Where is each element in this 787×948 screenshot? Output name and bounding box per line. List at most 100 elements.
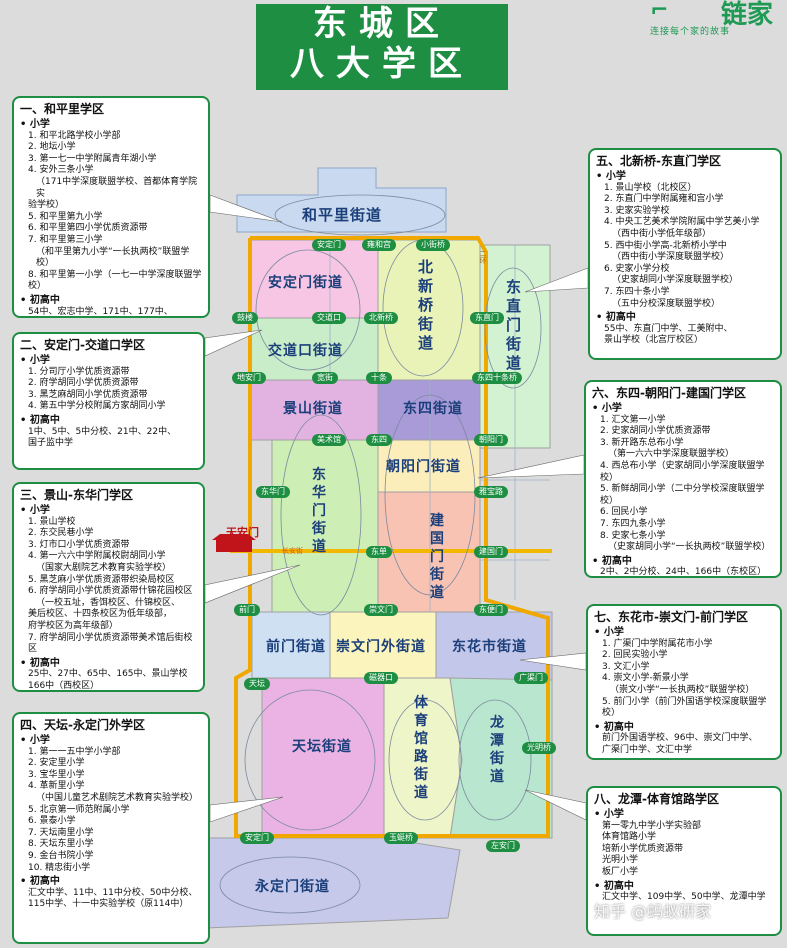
street-label-longtan: 龙潭街道: [490, 715, 504, 785]
logo-icon: ⌐: [650, 0, 669, 23]
street-label-dongzhimen: 东直门街道: [506, 278, 522, 372]
second-ring-road: [234, 236, 550, 838]
logo-name: 链家: [720, 0, 773, 30]
primary-school-item: 6. 回民小学: [600, 507, 648, 518]
station-gulou: 鼓楼: [232, 312, 258, 324]
station-beixinqiao: 北新桥: [364, 312, 398, 324]
primary-school-item: （和平里第九小学“一长执两校”联盟学校）: [36, 246, 190, 269]
school-district-panel-8: 八、龙潭-体育馆路学区• 小学第一零九中学小学实验部体育馆路小学培新小学优质资源…: [586, 786, 782, 936]
primary-school-item: 4. 第五中学分校附属方家胡同小学: [28, 401, 166, 412]
primary-school-item: 6. 景泰小学: [28, 816, 76, 827]
station-dongdan: 东单: [366, 546, 392, 558]
panel-title: 四、天坛-永定门外学区: [20, 718, 145, 732]
street-label-tiantan: 天坛街道: [292, 739, 352, 755]
middle-school-item: 2中、2中分校、24中、166中（东校区）: [600, 567, 767, 578]
station-dongzhimen: 东直门: [470, 312, 504, 324]
station-jiaodaokou: 交道口: [312, 312, 346, 324]
primary-label: • 小学: [20, 119, 50, 130]
middle-label: • 初高中: [20, 414, 60, 426]
street-label-andingmen: 安定门街道: [268, 275, 343, 291]
primary-school-item: （171中学深度联盟学校、首都体育学院实: [36, 176, 198, 199]
pointer-panel-4: [209, 796, 284, 823]
station-andingmen_south: 安定门: [240, 832, 274, 844]
primary-school-item: （一校五址，香饵校区、什锦校区、: [36, 597, 181, 608]
primary-school-item: 3. 灯市口小学优质资源带: [28, 539, 130, 550]
middle-label: • 初高中: [592, 555, 632, 567]
panel-title: 一、和平里学区: [20, 102, 105, 116]
middle-school-item: 1中、5中、5中分校、21中、22中、: [28, 426, 177, 437]
station-dongbianmen: 东便门: [474, 604, 508, 616]
primary-school-item: 光明小学: [602, 855, 639, 866]
middle-school-item: 汇文中学、11中、11中分校、50中分校、: [28, 887, 198, 898]
primary-school-item: 4. 崇文小学-新景小学: [602, 673, 689, 684]
primary-school-item: 2. 回民实验小学: [602, 650, 668, 661]
changan-label: 长安街: [282, 547, 303, 555]
primary-label: • 小学: [20, 505, 50, 516]
primary-school-item: （五中分校深度联盟学校）: [612, 298, 721, 309]
station-qianmen: 前门: [234, 604, 260, 616]
primary-school-item: （第一六六中学深度联盟学校）: [608, 449, 735, 460]
primary-school-item: 2. 地坛小学: [28, 142, 76, 153]
street-label-qianmen: 前门街道: [266, 639, 326, 655]
station-kuanjie: 宽街: [312, 372, 338, 384]
primary-school-item: 5. 前门小学（前门外国语学校深度联盟学校）: [602, 696, 767, 719]
primary-label: • 小学: [594, 809, 624, 820]
station-guangqumen: 广渠门: [514, 672, 548, 684]
station-tiantan: 天坛: [244, 678, 270, 690]
tiananmen-icon: [216, 540, 252, 552]
primary-school-item: 体育馆路小学: [602, 832, 657, 843]
panel-title: 二、安定门-交道口学区: [20, 338, 145, 352]
panel-title: 三、景山-东华门学区: [20, 488, 133, 502]
station-chaoyangmen: 朝阳门: [474, 434, 508, 446]
middle-school-item: 国子监中学: [28, 438, 74, 449]
middle-label: • 初高中: [20, 876, 60, 888]
station-meishuguan: 美术馆: [312, 434, 346, 446]
map-title: 东城区 八大学区: [256, 4, 508, 90]
primary-school-item: 1. 广渠门中学附属花市小学: [602, 638, 713, 649]
primary-school-item: 6. 府学胡同小学优质资源带什锦花园校区: [28, 586, 193, 597]
primary-school-item: 8. 史家七条小学: [600, 530, 666, 541]
pointer-panel-1: [209, 194, 283, 223]
primary-label: • 小学: [596, 171, 626, 182]
station-yabaolu: 雅宝路: [474, 486, 508, 498]
lianjia-logo: ⌐ 链家 连接每个家的故事: [648, 0, 783, 40]
pointer-panel-2: [204, 329, 263, 357]
station-shitiao: 十条: [366, 372, 392, 384]
middle-school-item: 55中、东直门中学、工美附中、: [604, 323, 733, 334]
tiantan-area: [261, 677, 385, 839]
pointer-panel-6: [477, 454, 585, 479]
middle-school-item: 景山学校（北宫厅校区）: [604, 335, 704, 346]
primary-school-item: 5. 北京第一师范附属小学: [28, 804, 130, 815]
logo-slogan: 连接每个家的故事: [650, 27, 731, 37]
street-label-dongsi: 东四街道: [403, 401, 463, 417]
street-label-donghuashi: 东花市街道: [452, 639, 527, 655]
street-label-hepingli: 和平里街道: [302, 206, 383, 224]
primary-school-item: 3. 第一七一中学附属青年湖小学: [28, 153, 157, 164]
station-dongsishitiao: 东四十条桥: [472, 372, 522, 384]
panel-title: 五、北新桥-东直门学区: [596, 154, 721, 168]
primary-school-item: （史家胡同小学“一长执两校”联盟学校）: [608, 542, 771, 553]
primary-school-item: 7. 府学胡同小学优质资源带美术馆后街校区: [28, 632, 193, 655]
middle-school-item: 54中、宏志中学、171中、177中、: [28, 306, 173, 317]
primary-school-item: 3. 新开路东总布小学: [600, 437, 684, 448]
primary-school-item: （西中街小学深度联盟学校）: [612, 252, 730, 263]
street-label-jingshan: 景山街道: [283, 401, 343, 417]
primary-school-item: （西中街小学低年级部）: [612, 228, 712, 239]
primary-school-item: 7. 东四十条小学: [604, 286, 670, 297]
primary-school-item: 5. 和平里第九小学: [28, 211, 103, 222]
primary-school-item: 4. 中央工艺美术学院附属中学艺美小学: [604, 217, 760, 228]
primary-school-item: 4. 第一六六中学附属校尉胡同小学: [28, 551, 166, 562]
primary-school-item: 8. 和平里第一小学（一七一中学深度联盟学: [28, 269, 202, 280]
primary-school-item: 2. 安定里小学: [28, 758, 85, 769]
primary-label: • 小学: [20, 735, 50, 746]
street-label-chongwenmenwai: 崇文门外街道: [336, 639, 426, 655]
primary-label: • 小学: [592, 403, 622, 414]
primary-school-item: 验学校）: [28, 200, 65, 211]
tiananmen-label: 天安门: [226, 526, 259, 539]
primary-school-item: （史家胡同小学深度联盟学校）: [612, 275, 739, 286]
street-label-jiaodaokou: 交道口街道: [268, 343, 343, 359]
